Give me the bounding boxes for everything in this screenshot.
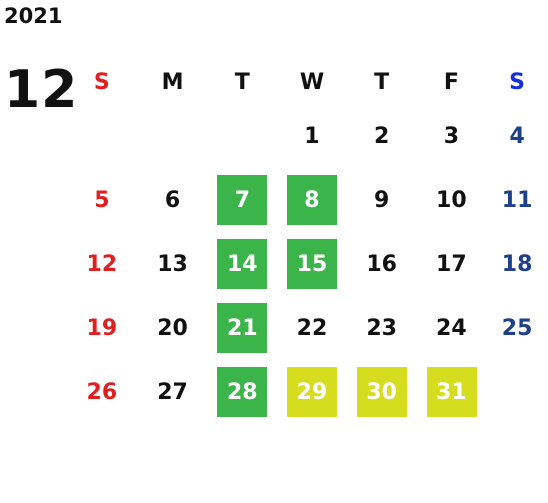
weekday-wed: W (299, 69, 325, 95)
weekday-mon: M (161, 69, 184, 95)
weekday-tue: T (234, 69, 250, 95)
day-cell-highlighted: 28 (207, 367, 277, 417)
day-cell-highlighted: 14 (207, 239, 277, 289)
weekday-sat: S (509, 69, 526, 95)
day-cell-highlighted: 8 (277, 175, 347, 225)
week-row-1: 1 2 3 4 (66, 104, 548, 168)
day-cell: 2 (374, 123, 390, 149)
day-cell-highlighted: 29 (277, 367, 347, 417)
weekday-fri: F (443, 69, 459, 95)
day-cell: 16 (366, 251, 397, 277)
month-label: 12 (4, 60, 79, 120)
day-cell-highlighted: 7 (207, 175, 277, 225)
day-cell: 25 (501, 315, 533, 341)
day-cell (138, 111, 208, 161)
day-cell: 27 (157, 379, 188, 405)
day-cell: 22 (296, 315, 328, 341)
day-cell: 9 (374, 187, 390, 213)
week-row-2: 5 6 7 8 9 10 11 (66, 168, 548, 232)
day-cell: 20 (157, 315, 188, 341)
day-cell: 23 (366, 315, 397, 341)
day-cell: 17 (436, 251, 467, 277)
day-cell-highlighted: 31 (417, 367, 487, 417)
weekday-sun: S (93, 69, 110, 95)
day-cell: 4 (509, 123, 525, 149)
day-cell: 26 (86, 379, 118, 405)
year-label: 2021 (4, 4, 63, 28)
day-cell (207, 111, 277, 161)
day-cell: 19 (86, 315, 118, 341)
day-cell: 24 (436, 315, 467, 341)
day-cell: 13 (157, 251, 188, 277)
day-cell: 10 (436, 187, 467, 213)
week-row-5: 26 27 28 29 30 31 (66, 360, 548, 424)
day-cell: 18 (501, 251, 533, 277)
week-row-4: 19 20 21 22 23 24 25 (66, 296, 548, 360)
day-cell: 1 (304, 123, 320, 149)
day-cell (486, 367, 548, 417)
weekday-thu: T (374, 69, 390, 95)
calendar-grid: S M T W T F S 1 2 3 4 5 6 7 8 9 10 11 12… (66, 60, 548, 424)
day-cell: 3 (443, 123, 460, 149)
day-cell-highlighted: 30 (347, 367, 417, 417)
day-cell (66, 111, 138, 161)
week-row-3: 12 13 14 15 16 17 18 (66, 232, 548, 296)
day-cell: 12 (86, 251, 118, 277)
weekday-header-row: S M T W T F S (66, 60, 548, 104)
day-cell-highlighted: 15 (277, 239, 347, 289)
day-cell-highlighted: 21 (207, 303, 277, 353)
day-cell: 11 (501, 187, 533, 213)
day-cell: 6 (164, 187, 181, 213)
day-cell: 5 (94, 187, 110, 213)
